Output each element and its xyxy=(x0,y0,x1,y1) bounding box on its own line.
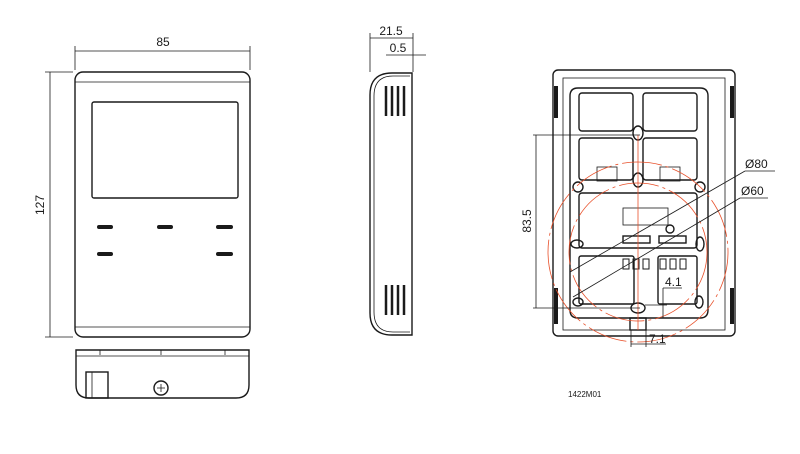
bottom-view xyxy=(75,349,250,399)
back-view: 83.5 Ø80 Ø60 4.1 7.1 xyxy=(520,69,775,347)
button-marks xyxy=(97,225,233,256)
screw-icon xyxy=(153,380,169,396)
drawing-code: 1422M01 xyxy=(568,390,602,399)
side-housing xyxy=(369,72,413,336)
offset-4-1-label: 4.1 xyxy=(665,275,682,289)
width-7-1-label: 7.1 xyxy=(649,332,666,346)
height-dimension-label: 127 xyxy=(33,195,47,215)
display-screen xyxy=(91,101,239,199)
depth-dimension-label: 21.5 xyxy=(379,24,403,38)
vent-slots xyxy=(384,86,406,315)
terminal-blocks xyxy=(622,258,687,270)
front-housing xyxy=(74,71,251,338)
width-dimension-label: 85 xyxy=(156,35,170,49)
mounting-plate xyxy=(569,87,709,319)
back-housing xyxy=(552,69,736,337)
offset-dimension-label: 0.5 xyxy=(390,41,407,55)
circle-60-label: Ø60 xyxy=(741,184,764,198)
circle-80-label: Ø80 xyxy=(745,157,768,171)
side-view: 21.5 0.5 xyxy=(369,24,426,336)
front-view: 85 127 xyxy=(33,35,251,338)
hole-spacing-label: 83.5 xyxy=(520,209,534,233)
